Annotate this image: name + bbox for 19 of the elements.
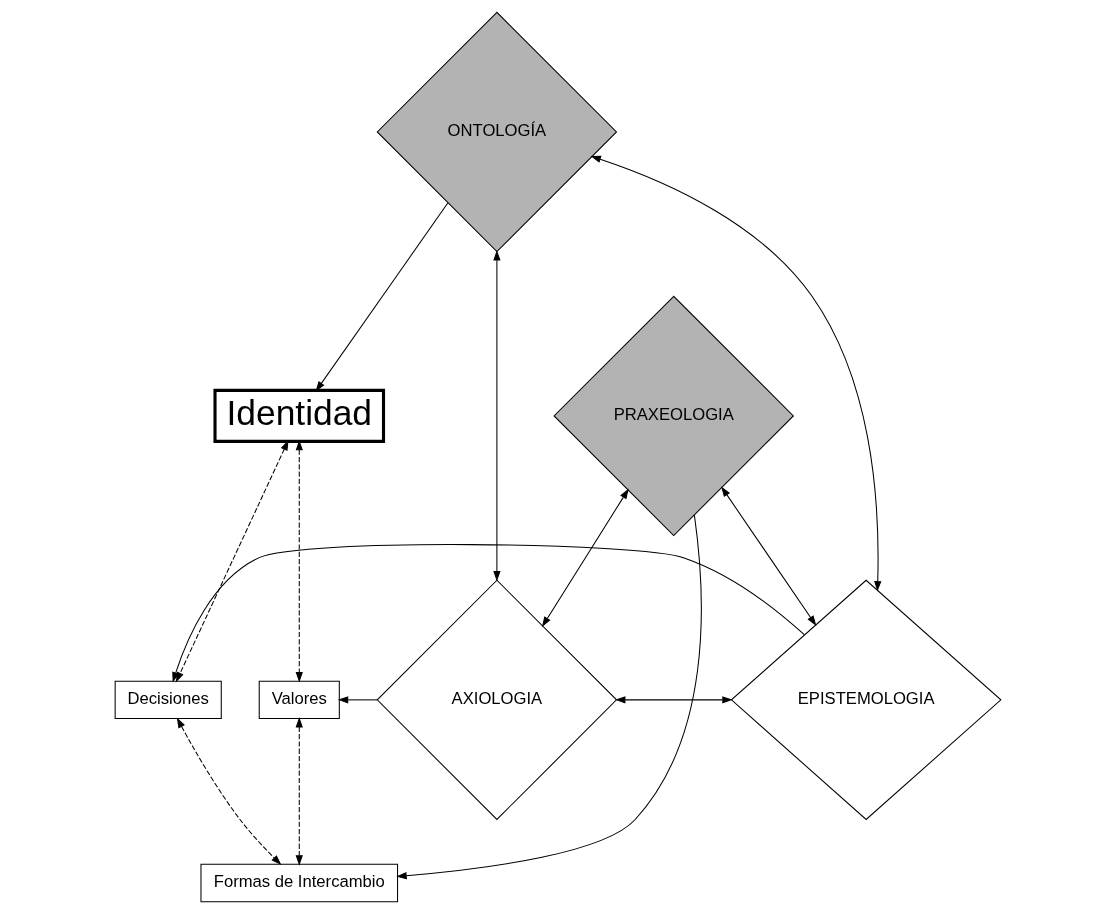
arrow: [337, 696, 378, 704]
arrow: [721, 486, 817, 626]
arrow: [176, 717, 282, 866]
arrow: [615, 696, 733, 704]
node-diamond: PRAXEOLOGIA: [553, 295, 795, 537]
node-box: Valores: [258, 680, 340, 720]
node-box: Decisiones: [114, 680, 222, 720]
node-box: Identidad: [213, 388, 386, 443]
arrow: [493, 250, 501, 582]
node-diamond: ONTOLOGÍA: [376, 11, 618, 253]
arrow: [590, 155, 882, 592]
node-diamond: AXIOLOGIA: [376, 579, 618, 821]
arrow: [175, 440, 289, 683]
arrow: [396, 514, 702, 880]
arrow: [315, 202, 449, 392]
arrow: [541, 488, 629, 628]
arrow: [172, 544, 805, 683]
node-box: Formas de Intercambio: [200, 863, 399, 903]
arrow: [295, 717, 303, 866]
